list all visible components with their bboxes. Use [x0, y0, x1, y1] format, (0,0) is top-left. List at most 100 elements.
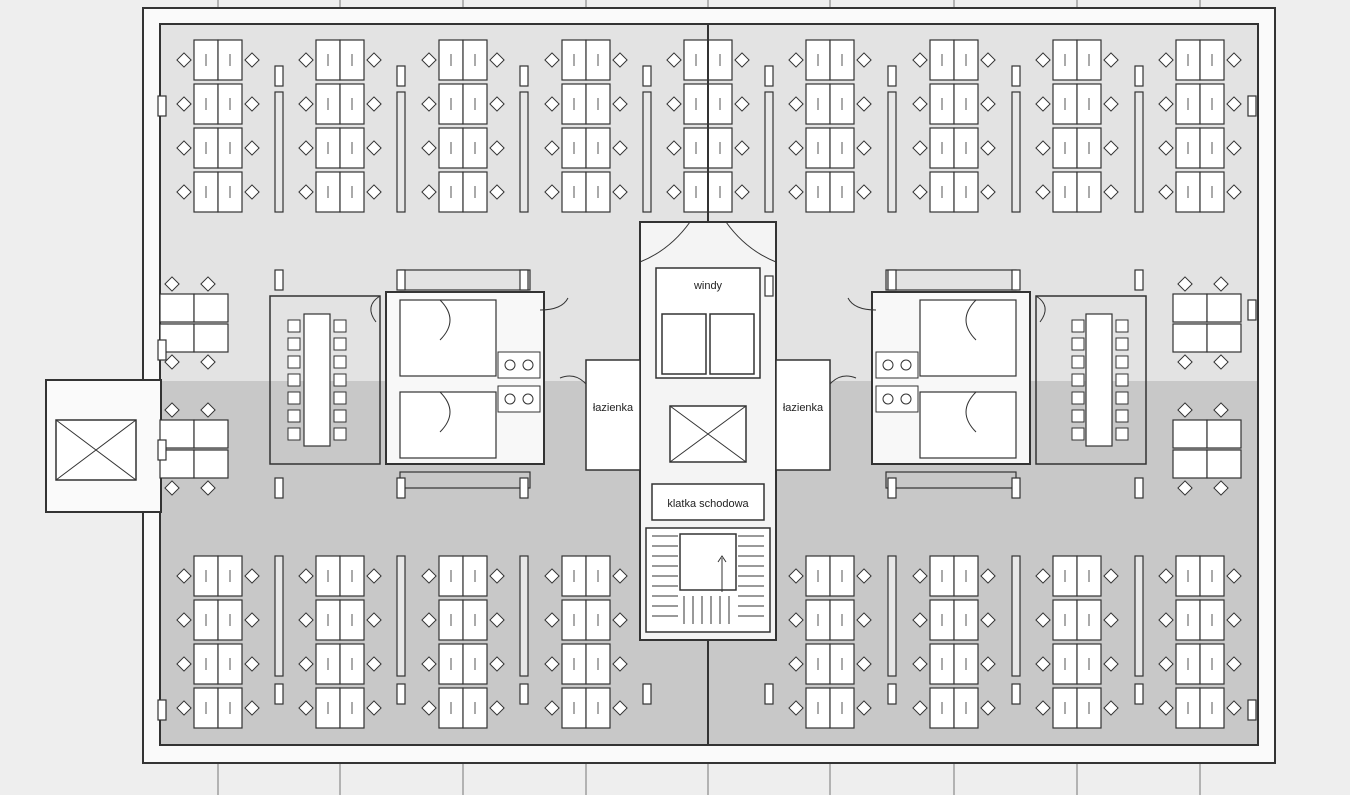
meeting-room-left	[269, 295, 381, 465]
column	[274, 269, 284, 291]
structural-grid	[217, 0, 1201, 795]
desk-cluster	[912, 39, 996, 213]
column	[157, 339, 167, 361]
chair	[1158, 568, 1174, 584]
chair	[788, 52, 804, 68]
desk-cluster	[298, 39, 382, 213]
chair	[1115, 319, 1129, 333]
chair	[176, 184, 192, 200]
chair	[1115, 427, 1129, 441]
bathroom-right	[775, 359, 831, 471]
chair	[421, 656, 437, 672]
chair	[1158, 656, 1174, 672]
desk	[193, 323, 229, 353]
chair	[333, 427, 347, 441]
chair	[1177, 354, 1193, 370]
column	[1134, 683, 1144, 705]
chair	[1035, 140, 1051, 156]
chair	[287, 391, 301, 405]
chair	[287, 373, 301, 387]
chair	[856, 656, 872, 672]
chair	[421, 184, 437, 200]
chair	[421, 52, 437, 68]
desk-cluster	[788, 39, 872, 213]
desk-cluster-small	[1172, 276, 1242, 370]
column	[1134, 477, 1144, 499]
column	[1247, 699, 1257, 721]
desk-cluster	[544, 555, 628, 729]
meeting-room-right	[1035, 295, 1147, 465]
chair	[333, 409, 347, 423]
chair	[1115, 373, 1129, 387]
column	[764, 683, 774, 705]
column	[887, 477, 897, 499]
chair	[544, 140, 560, 156]
bathroom-left	[585, 359, 641, 471]
desk	[805, 171, 831, 213]
chair	[1035, 96, 1051, 112]
chair	[366, 568, 382, 584]
chair	[912, 656, 928, 672]
desk	[193, 449, 229, 479]
chair	[298, 140, 314, 156]
chair	[666, 140, 682, 156]
chair	[1071, 337, 1085, 351]
desk	[1206, 323, 1242, 353]
column	[1247, 95, 1257, 117]
chair	[1115, 337, 1129, 351]
chair	[176, 140, 192, 156]
desk	[829, 599, 855, 641]
chair	[366, 140, 382, 156]
desk-cluster	[1035, 39, 1119, 213]
chair	[612, 612, 628, 628]
chair	[287, 409, 301, 423]
chair	[366, 612, 382, 628]
chair	[612, 140, 628, 156]
chair	[200, 354, 216, 370]
column	[1011, 269, 1021, 291]
column	[274, 65, 284, 87]
desk-cluster	[1158, 555, 1242, 729]
chair	[980, 184, 996, 200]
chair	[176, 568, 192, 584]
chair	[244, 96, 260, 112]
chair	[1115, 355, 1129, 369]
chair	[980, 140, 996, 156]
chair	[734, 184, 750, 200]
chair	[1177, 480, 1193, 496]
chair	[666, 96, 682, 112]
chair	[287, 427, 301, 441]
label-elevators: windy	[693, 280, 723, 292]
chair	[366, 656, 382, 672]
chair	[287, 337, 301, 351]
column	[642, 65, 652, 87]
column	[396, 65, 406, 87]
chair	[1158, 96, 1174, 112]
chair	[200, 402, 216, 418]
chair	[980, 52, 996, 68]
chair	[333, 337, 347, 351]
desk-cluster	[176, 555, 260, 729]
partition	[1134, 91, 1144, 213]
elevator-car	[661, 313, 707, 375]
chair	[788, 184, 804, 200]
chair	[1158, 700, 1174, 716]
chair	[1103, 568, 1119, 584]
column	[1134, 269, 1144, 291]
desk-cluster	[666, 39, 750, 213]
chair	[544, 184, 560, 200]
chair	[1035, 700, 1051, 716]
chair	[612, 700, 628, 716]
desk	[1206, 293, 1242, 323]
chair	[1103, 96, 1119, 112]
column	[764, 65, 774, 87]
chair	[912, 612, 928, 628]
chair	[298, 184, 314, 200]
desk	[1206, 449, 1242, 479]
chair	[1071, 319, 1085, 333]
toilet-block-right	[847, 269, 1031, 489]
columns	[157, 65, 1257, 721]
column	[157, 439, 167, 461]
chair	[287, 355, 301, 369]
